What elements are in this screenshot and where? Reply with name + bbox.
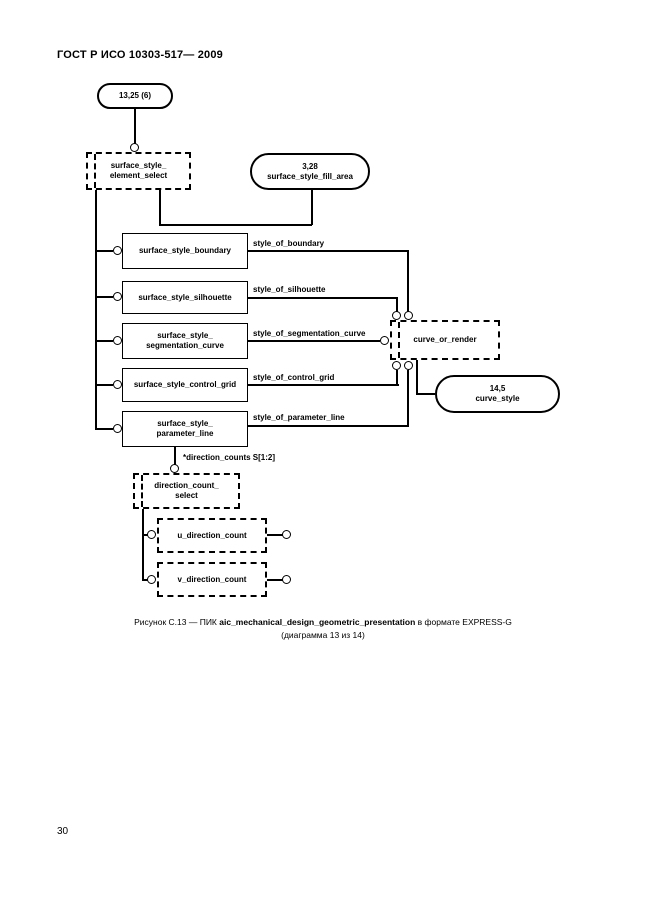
entity-surface-style-element-select: surface_style_ element_select xyxy=(86,152,191,190)
entity-label: surface_style_control_grid xyxy=(133,380,237,389)
entity-surface-style-control-grid: surface_style_control_grid xyxy=(122,368,248,402)
entity-label: surface_style_silhouette xyxy=(138,292,232,302)
entity-curve-or-render: curve_or_render xyxy=(390,320,500,360)
connector-line xyxy=(95,250,113,252)
circle-connector xyxy=(282,575,291,584)
page-ref-oval-fill-area: 3,28 surface_style_fill_area xyxy=(250,153,370,190)
entity-label: surface_style_ xyxy=(110,161,167,170)
circle-connector xyxy=(113,292,122,301)
attr-style-of-parameter-line: style_of_parameter_line xyxy=(253,413,345,422)
figure-caption-line1: Рисунок С.13 — ПИК aic_mechanical_design… xyxy=(0,616,646,629)
connector-line xyxy=(248,250,409,252)
connector-line xyxy=(159,190,161,225)
page-header: ГОСТ Р ИСО 10303-517— 2009 xyxy=(57,49,224,61)
circle-connector xyxy=(113,380,122,389)
circle-connector xyxy=(392,311,401,320)
entity-v-direction-count: v_direction_count xyxy=(157,562,267,597)
connector-line xyxy=(396,297,398,313)
entity-label: segmentation_curve xyxy=(146,341,224,350)
entity-surface-style-segmentation-curve: surface_style_ segmentation_curve xyxy=(122,323,248,359)
page-ref-label: 14,5 xyxy=(489,384,506,393)
connector-line xyxy=(248,384,399,386)
circle-connector xyxy=(170,464,179,473)
caption-prefix: Рисунок С.13 — ПИК xyxy=(134,617,220,627)
entity-label: select xyxy=(175,491,198,500)
page-ref-oval-curve-style: 14,5 curve_style xyxy=(435,375,560,413)
select-type-mark xyxy=(94,154,96,188)
circle-connector xyxy=(404,311,413,320)
entity-label: surface_style_boundary xyxy=(138,246,232,255)
entity-label: parameter_line xyxy=(156,429,214,438)
page-ref-oval-top: 13,25 (6) xyxy=(97,83,173,109)
entity-surface-style-silhouette: surface_style_silhouette xyxy=(122,281,248,314)
connector-line xyxy=(311,190,313,225)
entity-label: surface_style_ xyxy=(157,331,213,340)
connector-line xyxy=(416,360,418,394)
entity-label: curve_style xyxy=(475,394,520,403)
circle-connector xyxy=(404,361,413,370)
connector-line xyxy=(95,384,113,386)
page-number: 30 xyxy=(57,826,69,837)
figure-caption: Рисунок С.13 — ПИК aic_mechanical_design… xyxy=(0,616,646,642)
circle-connector xyxy=(392,361,401,370)
entity-label: direction_count_ xyxy=(154,481,219,490)
entity-surface-style-parameter-line: surface_style_ parameter_line xyxy=(122,411,248,447)
entity-label: surface_style_ xyxy=(157,419,213,428)
entity-label: element_select xyxy=(109,171,168,180)
circle-connector xyxy=(380,336,389,345)
caption-entity-name: aic_mechanical_design_geometric_presenta… xyxy=(219,617,416,627)
connector-line xyxy=(159,224,312,226)
entity-label: u_direction_count xyxy=(177,530,247,540)
circle-connector xyxy=(113,424,122,433)
connector-line xyxy=(134,109,136,144)
connector-line xyxy=(407,250,409,313)
connector-line xyxy=(142,534,149,536)
select-trunk-line xyxy=(142,509,144,580)
circle-connector xyxy=(147,530,156,539)
connector-line xyxy=(267,534,283,536)
entity-label: curve_or_render xyxy=(413,335,477,344)
connector-line xyxy=(396,370,398,385)
entity-surface-style-boundary: surface_style_boundary xyxy=(122,233,248,269)
connector-line xyxy=(407,370,409,426)
caption-suffix: в формате EXPRESS-G xyxy=(415,617,512,627)
select-type-mark xyxy=(398,322,400,358)
connector-line xyxy=(248,340,380,342)
connector-line xyxy=(248,425,409,427)
circle-connector xyxy=(113,336,122,345)
attr-style-of-boundary: style_of_boundary xyxy=(253,239,325,248)
connector-line xyxy=(142,579,149,581)
circle-connector xyxy=(147,575,156,584)
circle-connector xyxy=(130,143,139,152)
connector-line xyxy=(267,579,283,581)
attr-direction-counts: *direction_counts S[1:2] xyxy=(183,453,276,462)
entity-u-direction-count: u_direction_count xyxy=(157,518,267,553)
circle-connector xyxy=(113,246,122,255)
connector-line xyxy=(95,296,113,298)
page-ref-top-label: 13,25 (6) xyxy=(118,91,152,100)
attr-style-of-segmentation-curve: style_of_segmentation_curve xyxy=(253,329,366,338)
figure-caption-line2: (диаграмма 13 из 14) xyxy=(281,630,365,640)
entity-label: surface_style_fill_area xyxy=(267,171,353,181)
connector-line xyxy=(248,297,398,299)
connector-line xyxy=(95,428,113,430)
connector-line xyxy=(95,340,113,342)
connector-line xyxy=(416,393,435,395)
circle-connector xyxy=(282,530,291,539)
attr-style-of-silhouette: style_of_silhouette xyxy=(253,285,326,294)
attr-style-of-control-grid: style_of_control_grid xyxy=(253,373,335,382)
select-type-mark xyxy=(141,475,143,507)
page-ref-label: 3,28 xyxy=(302,161,318,171)
entity-label: v_direction_count xyxy=(177,574,247,584)
select-trunk-line xyxy=(95,190,97,430)
connector-line xyxy=(174,447,176,465)
entity-direction-count-select: direction_count_ select xyxy=(133,473,240,509)
